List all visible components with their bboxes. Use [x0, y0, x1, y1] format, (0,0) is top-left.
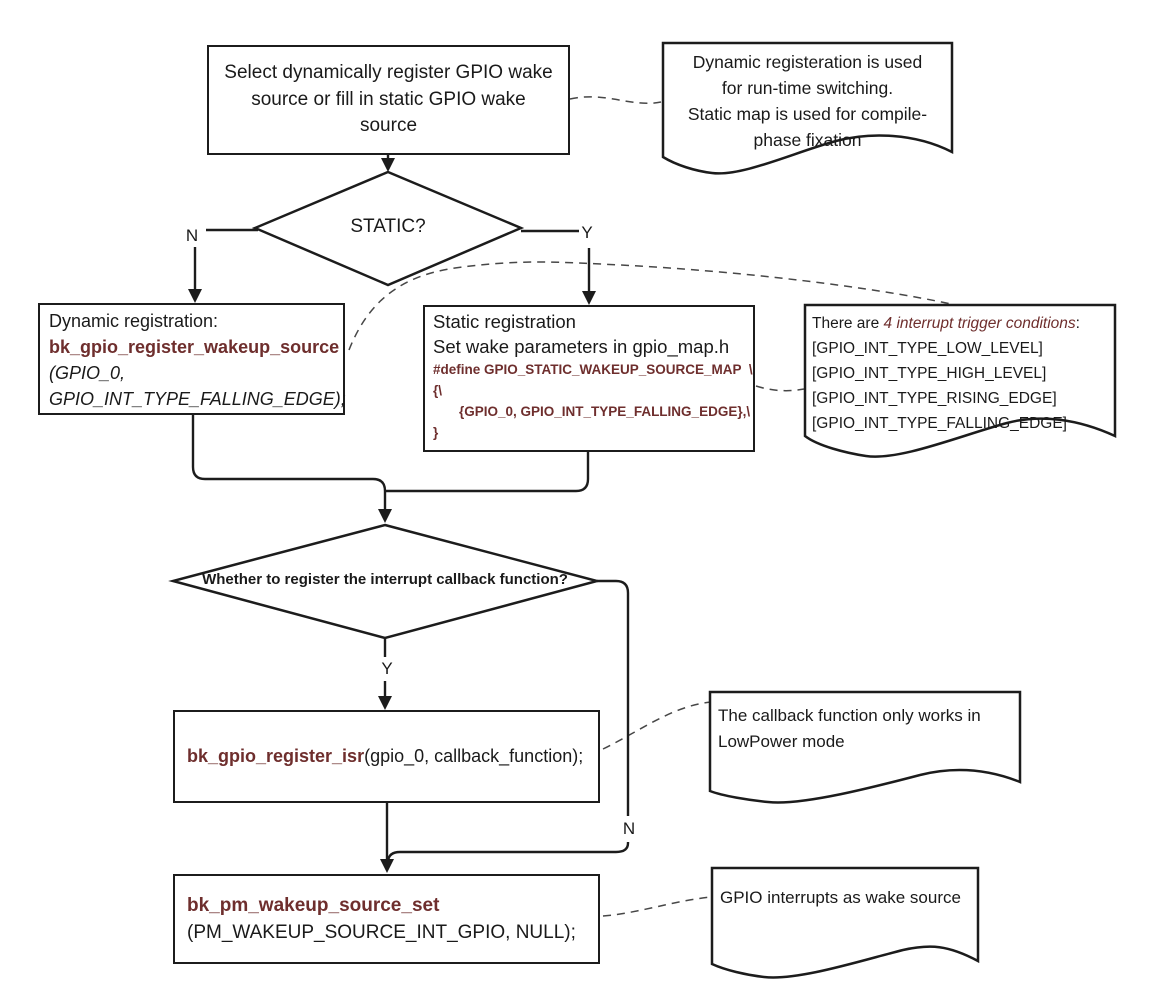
wake-note-text: GPIO interrupts as wake source: [720, 888, 961, 907]
dashed-link-dynamic-to-triggers-note: [348, 261, 952, 351]
static-decision-yes-label: Y: [581, 223, 593, 242]
wake-note-shape: [710, 866, 980, 979]
pm-wakeup-source-box: bk_pm_wakeup_source_set (PM_WAKEUP_SOURC…: [173, 874, 600, 964]
registration-note-line: Dynamic registeration is used: [692, 52, 923, 72]
trigger-item: [GPIO_INT_TYPE_HIGH_LEVEL]: [812, 365, 1047, 382]
trigger-item: [GPIO_INT_TYPE_FALLING_EDGE]: [812, 415, 1067, 432]
callback-decision-no-label: N: [622, 819, 636, 838]
connector-static-to-merge: [385, 452, 590, 493]
arrowhead-into-static-box: [582, 291, 596, 305]
static-box-code-line: {GPIO_0, GPIO_INT_TYPE_FALLING_EDGE},\: [459, 404, 751, 419]
static-box-subtitle: Set wake parameters in gpio_map.h: [433, 336, 730, 357]
callback-note-text: The callback function only works in LowP…: [718, 706, 981, 751]
dashed-link-static-to-triggers-note: [755, 385, 805, 392]
callback-decision-label: Whether to register the interrupt callba…: [202, 571, 568, 588]
callback-note-shape: [708, 690, 1022, 804]
triggers-note-shape: [803, 303, 1117, 458]
registration-note-line: Static map is used for compile-: [687, 104, 928, 124]
isr-box-args: (gpio_0, callback_function);: [364, 746, 584, 766]
dashed-link-isr-to-callback-note: [602, 701, 712, 750]
pm-box-function: bk_pm_wakeup_source_set: [187, 895, 440, 916]
triggers-heading-highlight: 4 interrupt trigger conditions: [883, 315, 1076, 332]
arrowhead-into-pm-box: [380, 859, 394, 873]
dynamic-registration-box: Dynamic registration: bk_gpio_register_w…: [38, 303, 346, 415]
static-decision-diamond: [251, 170, 525, 287]
pm-box-args: (PM_WAKEUP_SOURCE_INT_GPIO, NULL);: [187, 922, 576, 943]
static-box-code-line: #define GPIO_STATIC_WAKEUP_SOURCE_MAP \: [433, 362, 753, 377]
trigger-item: [GPIO_INT_TYPE_LOW_LEVEL]: [812, 340, 1043, 357]
registration-note-line: phase fixation: [753, 130, 862, 150]
static-box-code-line: {\: [433, 383, 443, 398]
arrowhead-into-isr-box: [378, 696, 392, 710]
arrowhead-into-dynamic-box: [188, 289, 202, 303]
dashed-link-start-to-registration-note: [569, 96, 662, 104]
triggers-note-text: There are 4 interrupt trigger conditions…: [812, 311, 1112, 436]
start-box-text: Select dynamically register GPIO wake so…: [224, 61, 553, 137]
dynamic-box-arg2: GPIO_INT_TYPE_FALLING_EDGE);: [49, 389, 346, 409]
arrowhead-into-callback-decision: [378, 509, 392, 523]
registration-note-line: for run-time switching.: [721, 78, 894, 98]
static-box-code-line: }: [433, 425, 439, 440]
static-box-title: Static registration: [433, 311, 576, 332]
static-decision-no-label: N: [185, 226, 199, 245]
arrowhead-into-static-decision: [381, 158, 395, 172]
static-registration-box: Static registration Set wake parameters …: [423, 305, 755, 452]
callback-decision-yes-label: Y: [381, 659, 393, 678]
triggers-heading-prefix: There are: [812, 315, 884, 332]
triggers-note-heading: There are 4 interrupt trigger conditions…: [812, 311, 1112, 336]
dynamic-box-arg1: (GPIO_0,: [49, 363, 126, 383]
connector-callback-no-return: [386, 842, 630, 862]
start-box: Select dynamically register GPIO wake so…: [207, 45, 570, 155]
registration-note-text: Dynamic registeration is used for run-ti…: [663, 49, 952, 153]
trigger-item: [GPIO_INT_TYPE_RISING_EDGE]: [812, 390, 1057, 407]
connector-callback-no-down: [597, 579, 630, 816]
registration-note-shape: [661, 41, 954, 175]
connector-dynamic-to-merge: [191, 415, 387, 509]
dynamic-box-function: bk_gpio_register_wakeup_source: [49, 337, 340, 357]
register-isr-box: bk_gpio_register_isr(gpio_0, callback_fu…: [173, 710, 600, 803]
triggers-heading-suffix: :: [1075, 315, 1080, 332]
dynamic-box-title: Dynamic registration:: [49, 311, 219, 331]
isr-box-function: bk_gpio_register_isr: [187, 746, 365, 766]
static-decision-label: STATIC?: [350, 216, 426, 237]
dashed-link-pm-to-wake-note: [602, 896, 712, 917]
